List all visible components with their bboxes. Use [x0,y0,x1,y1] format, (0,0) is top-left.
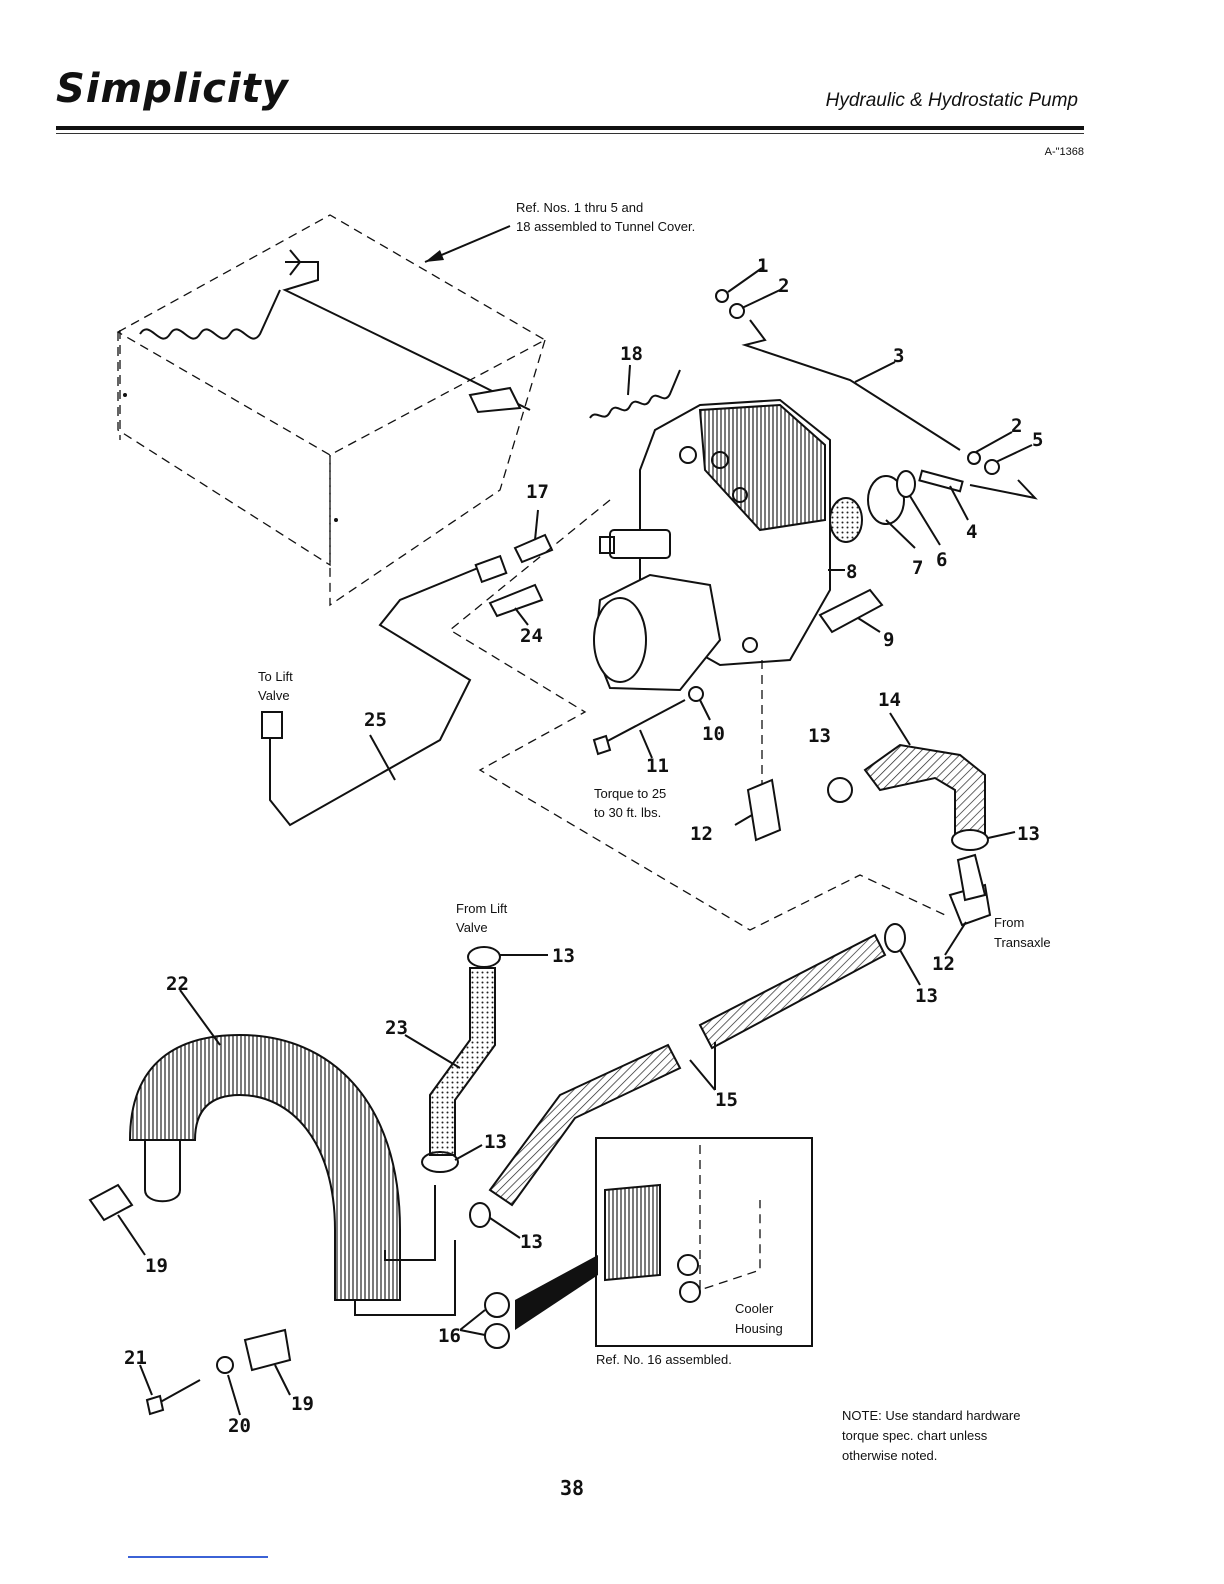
inset-pointer [515,1255,598,1330]
clamp [884,923,906,953]
header-rule-thin [56,133,1084,134]
callout-3: 3 [893,345,904,367]
line-nut-2 [474,554,508,584]
clamp [469,1202,491,1228]
arrow-head-icon [425,250,444,262]
sleeve [818,588,884,634]
callout-4: 4 [966,521,977,543]
cooler-housing-label: Cooler [735,1301,774,1316]
to-lift-valve-label: To Lift [258,669,293,684]
cooler-housing-label: Housing [735,1321,783,1336]
bolt-11 [599,699,686,746]
from-lift-valve-label: From Lift [456,901,508,916]
bolt-21 [154,1379,201,1406]
callout-19: 19 [291,1393,314,1415]
page-number: 38 [560,1476,585,1500]
brand-logo: Simplicity [56,66,289,112]
assembly-path [448,499,946,931]
from-transaxle-label: Transaxle [994,935,1051,950]
callout-13: 13 [1017,823,1040,845]
hardware-note: torque spec. chart unless [842,1428,988,1443]
callout-12: 12 [690,823,713,845]
ref-cover-note: Ref. Nos. 1 thru 5 and [516,200,643,215]
clip-19a [88,1183,134,1222]
bolt-head [592,734,612,756]
callout-9: 9 [883,629,894,651]
callout-14: 14 [878,689,901,711]
hardware-note: NOTE: Use standard hardware [842,1408,1020,1423]
callout-11: 11 [646,755,669,777]
callout-12: 12 [932,953,955,975]
hose-14 [863,743,986,836]
callout-2: 2 [1011,415,1022,437]
section-title: Hydraulic & Hydrostatic Pump [825,90,1078,111]
from-lift-valve-label: Valve [456,920,488,935]
inset-detail [604,1145,761,1303]
footer-link-underline[interactable] [128,1556,268,1558]
callout-19: 19 [145,1255,168,1277]
callout-15: 15 [715,1089,738,1111]
callout-18: 18 [620,343,643,365]
cover-linkage [139,249,531,414]
callout-7: 7 [912,557,923,579]
clamp [951,829,989,851]
callout-22: 22 [166,973,189,995]
callout-20: 20 [228,1415,251,1437]
callout-2: 2 [778,275,789,297]
to-lift-valve-label: Valve [258,688,290,703]
spring [589,369,681,419]
callout-21: 21 [124,1347,147,1369]
callout-13: 13 [520,1231,543,1253]
callout-10: 10 [702,723,725,745]
fitting-12b [956,853,987,902]
ref16-note: Ref. No. 16 assembled. [596,1352,732,1367]
torque-note: Torque to 25 [594,786,666,801]
clip-19b [243,1328,292,1372]
hose-23 [429,967,496,1156]
callout-8: 8 [846,561,857,583]
bolt-head [145,1394,165,1416]
line-nut [261,711,283,739]
grommet [484,1292,510,1318]
callout-6: 6 [936,549,947,571]
tunnel-cover [116,214,547,607]
callout-1: 1 [757,255,768,277]
callout-23: 23 [385,1017,408,1039]
callout-13: 13 [552,945,575,967]
callout-13: 13 [808,725,831,747]
oil-cooler [128,1033,456,1316]
hardware-note: otherwise noted. [842,1448,937,1463]
clamp [467,946,501,968]
header-rule [56,126,1084,130]
callout-25: 25 [364,709,387,731]
inset-box [595,1137,813,1347]
drawing-number: A-"1368 [1044,146,1084,158]
grommet [484,1323,510,1349]
callout-13: 13 [915,985,938,1007]
from-transaxle-label: From [994,915,1024,930]
hose-15b [488,1043,682,1207]
leader-lines [117,267,1033,1416]
fitting-24 [488,583,544,618]
callout-16: 16 [438,1325,461,1347]
washer-10 [688,686,704,702]
washer-20 [216,1356,234,1374]
ref-cover-note: 18 assembled to Tunnel Cover. [516,219,695,234]
torque-note: to 30 ft. lbs. [594,805,661,820]
callout-5: 5 [1032,429,1043,451]
callout-24: 24 [520,625,543,647]
fitting-17 [513,533,554,564]
elbow-12a [746,778,782,842]
clamp [827,777,853,803]
callout-17: 17 [526,481,549,503]
hose-15a [698,933,887,1050]
hydrostatic-pump [593,398,831,692]
callout-13: 13 [484,1131,507,1153]
line-to-lift-valve [269,567,479,827]
